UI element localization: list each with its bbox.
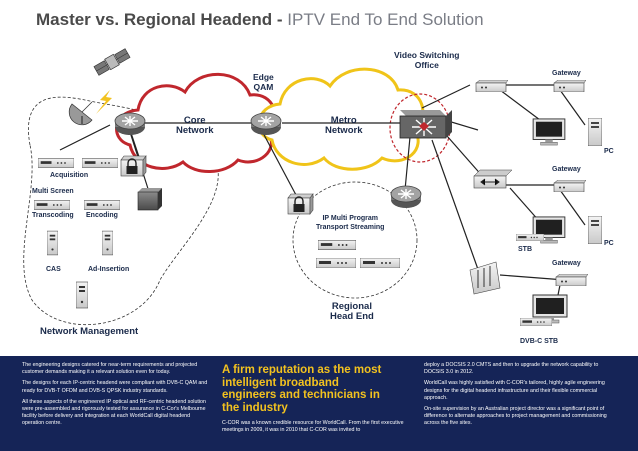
multi-screen-label: Multi Screen <box>32 188 74 195</box>
footer-middle-text: C-COR was a known credible resource for … <box>222 420 404 434</box>
vso-switch-icon <box>399 110 452 139</box>
regional-head-end-line-1: Regional <box>331 301 372 312</box>
metro-network-label: Metro Network <box>325 116 362 136</box>
gateway-1-label: Gateway <box>552 70 581 77</box>
gateway-2-label: Gateway <box>552 166 581 173</box>
page-title: Master vs. Regional Headend - IPTV End T… <box>36 10 484 30</box>
dish-icon <box>68 101 93 126</box>
gateway-2-icon <box>553 180 586 192</box>
footer-right-paragraph: On-site supervision by an Australian pro… <box>424 406 607 427</box>
pc-2-label: PC <box>604 240 614 247</box>
router-core-left-icon <box>114 112 146 136</box>
vso-line-2: Office <box>414 60 439 70</box>
ip-multi-program-server-1-icon <box>318 240 356 250</box>
pc-tower-2-icon <box>588 216 602 244</box>
footer-headline: A firm reputation as the most intelligen… <box>222 364 382 414</box>
regional-head-end-outline <box>292 181 418 299</box>
gateway-1-icon <box>475 80 508 92</box>
nms-tower-icon <box>76 281 88 309</box>
ip-multi-program-line-1: IP Multi Program <box>322 215 378 222</box>
acquisition-label: Acquisition <box>50 172 89 179</box>
network-management-outline <box>23 96 219 326</box>
gateway-3-icon <box>555 274 588 286</box>
ip-multi-program-server-2-icon <box>316 258 356 268</box>
cas-label: CAS <box>46 266 61 273</box>
router-edge-qam-icon <box>250 112 282 136</box>
transcoding-label: Transcoding <box>32 212 74 219</box>
dvbc-stb-label: DVB-C STB <box>520 338 559 345</box>
video-switching-office-label: Video Switching Office <box>394 50 460 70</box>
acquisition-server-2-icon <box>82 158 118 168</box>
satellite-icon <box>93 48 131 76</box>
footer-left-paragraph: All these aspects of the engineered IP o… <box>22 398 206 427</box>
ad-insertion-label: Ad-Insertion <box>88 266 130 273</box>
lock-core-icon <box>120 155 147 177</box>
footer-right-paragraph: WorldCall was highly satisfied with C-CO… <box>424 380 605 401</box>
dvbc-stb-icon <box>520 318 552 326</box>
ip-multi-program-server-3-icon <box>360 258 400 268</box>
switch-icon <box>473 169 513 189</box>
footer-band: The engineering designs catered for near… <box>0 356 638 451</box>
stb-1-label: STB <box>518 246 532 253</box>
ip-multi-program-line-2: Transport Streaming <box>316 224 385 231</box>
footer-right-column: deploy a DOCSIS 2.0 CMTS and then to upg… <box>424 362 620 432</box>
network-diagram <box>23 48 602 326</box>
core-network-line-1: Core <box>183 115 206 126</box>
edge-qam-line-1: Edge <box>253 72 274 82</box>
lightning-icon <box>96 90 112 114</box>
pc-tower-1-icon <box>588 118 602 146</box>
edge-qam-label: Edge QAM <box>253 72 274 92</box>
regional-head-end-label: Regional Head End <box>330 302 374 322</box>
ip-multi-program-label: IP Multi Program Transport Streaming <box>316 214 384 232</box>
footer-left-column: The engineering designs catered for near… <box>22 362 212 432</box>
encoding-label: Encoding <box>86 212 118 219</box>
core-network-label: Core Network <box>176 116 213 136</box>
title-accent: IPTV End To End Solution <box>287 10 484 29</box>
transcoding-server-icon <box>34 200 70 210</box>
metro-network-cloud <box>257 67 425 171</box>
footer-left-paragraph: The designs for each IP-centric headend … <box>22 380 208 394</box>
footer-left-paragraph: The engineering designs catered for near… <box>22 362 198 376</box>
connection-lines <box>59 84 586 311</box>
acquisition-server-1-icon <box>38 158 74 168</box>
network-management-label: Network Management <box>40 326 139 337</box>
gateway-3-label: Gateway <box>552 260 581 267</box>
footer-right-paragraph: deploy a DOCSIS 2.0 CMTS and then to upg… <box>424 362 599 376</box>
metro-network-line-1: Metro <box>330 115 357 126</box>
pc-1-label: PC <box>604 148 614 155</box>
vso-line-1: Video Switching <box>394 50 460 60</box>
core-network-line-2: Network <box>176 125 214 136</box>
blade-server-icon <box>137 188 162 211</box>
ad-insertion-tower-icon <box>102 230 113 256</box>
lock-regional-icon <box>287 193 314 215</box>
title-main: Master vs. Regional Headend - <box>36 10 288 29</box>
cas-tower-icon <box>47 230 58 256</box>
edge-qam-line-2: QAM <box>253 82 274 92</box>
router-regional-icon <box>390 185 422 209</box>
patch-panel-icon <box>469 261 501 295</box>
monitor-1-icon <box>532 118 566 146</box>
stb-1-icon <box>516 234 544 241</box>
encoding-server-icon <box>84 200 120 210</box>
metro-network-line-2: Network <box>325 125 363 136</box>
regional-head-end-line-2: Head End <box>330 311 374 322</box>
